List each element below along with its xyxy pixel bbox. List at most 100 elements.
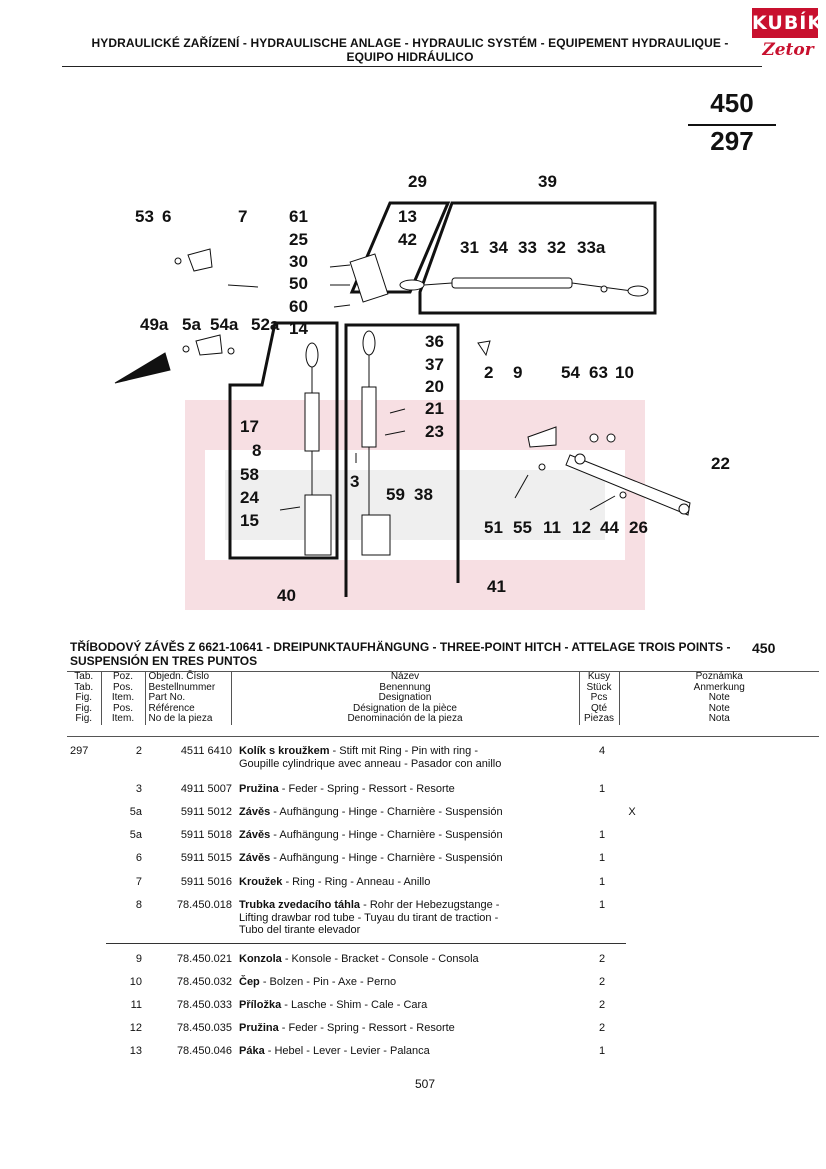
label-12: 12 — [572, 518, 591, 537]
label-41: 41 — [487, 577, 506, 596]
label-44: 44 — [600, 518, 619, 537]
row-position: 11 — [130, 999, 142, 1011]
row-name-rest: - Feder - Spring - Ressort - Resorte — [278, 783, 455, 795]
header-col-note: Poznámka Anmerkung Note Note Nota — [618, 671, 819, 725]
label-49a: 49a — [140, 315, 169, 334]
label-7: 7 — [238, 207, 247, 226]
label-33: 33 — [518, 238, 537, 257]
label-20: 20 — [425, 377, 444, 396]
label-31: 31 — [460, 238, 479, 257]
label-42: 42 — [398, 230, 417, 249]
row-position: 5a — [129, 829, 142, 841]
row-name-bold: Páka — [239, 1045, 265, 1057]
label-32: 32 — [547, 238, 566, 257]
frame-39 — [418, 201, 657, 315]
row-name-rest: - Bolzen - Pin - Axe - Perno — [259, 976, 397, 988]
row-part-number: 78.450.032 — [176, 976, 232, 988]
row-name-bold: Závěs — [239, 852, 271, 864]
section-title: TŘÍBODOVÝ ZÁVĚS Z 6621-10641 - DREIPUNKT… — [70, 640, 731, 668]
header-col-qty: Kusy Stück Pcs Qté Piezas — [578, 671, 619, 725]
row-part-number: 4911 5007 — [180, 783, 232, 795]
header-col-part: Objedn. Číslo Bestellnummer Part No. Réf… — [144, 671, 231, 725]
label-3: 3 — [350, 472, 359, 491]
label-21: 21 — [425, 399, 444, 418]
row-position: 3 — [135, 783, 142, 795]
row-name-bold: Pružina — [239, 783, 279, 795]
row-designation: Kroužek - Ring - Ring - Anneau - Anillo — [239, 876, 569, 889]
row-position: 8 — [135, 899, 142, 911]
label-14: 14 — [289, 319, 308, 338]
row-quantity: 2 — [598, 999, 606, 1011]
label-6: 6 — [162, 207, 171, 226]
label-39: 39 — [538, 172, 557, 191]
frame-41 — [344, 323, 460, 597]
row-name-bold: Pružina — [239, 1022, 279, 1034]
row-name-bold: Trubka zvedacího táhla — [239, 899, 361, 911]
label-25: 25 — [289, 230, 308, 249]
label-40: 40 — [277, 586, 296, 605]
row-designation: Pružina - Feder - Spring - Ressort - Res… — [239, 1022, 569, 1035]
label-2: 2 — [484, 363, 493, 382]
document-header-title: HYDRAULICKÉ ZAŘÍZENÍ - HYDRAULISCHE ANLA… — [91, 36, 729, 64]
row-part-number: 78.450.046 — [176, 1045, 232, 1057]
row-designation: Trubka zvedacího táhla - Rohr der Hebezu… — [239, 899, 569, 937]
row-name-rest: - Aufhängung - Hinge - Charnière - Suspe… — [270, 829, 503, 841]
label-15: 15 — [240, 511, 259, 530]
row-position: 12 — [129, 1022, 142, 1034]
row-designation: Závěs - Aufhängung - Hinge - Charnière -… — [239, 829, 569, 842]
row-part-number: 4511 6410 — [180, 745, 232, 757]
row-quantity: 1 — [598, 852, 606, 864]
label-23: 23 — [425, 422, 444, 441]
label-54: 54 — [561, 363, 580, 382]
row-name-line2: Lifting drawbar rod tube - Tuyau du tira… — [239, 911, 499, 924]
row-name-rest: - Konsole - Bracket - Console - Consola — [281, 953, 479, 965]
row-quantity: 1 — [598, 783, 606, 795]
label-52a: 52a — [251, 315, 280, 334]
label-24: 24 — [240, 488, 259, 507]
row-designation: Čep - Bolzen - Pin - Axe - Perno — [239, 976, 569, 989]
row-name-rest: - Lasche - Shim - Cale - Cara — [281, 999, 428, 1011]
row-position: 5a — [129, 806, 142, 818]
label-55: 55 — [513, 518, 532, 537]
label-38: 38 — [414, 485, 433, 504]
label-26: 26 — [629, 518, 648, 537]
row-name-line2: Goupille cylindrique avec anneau - Pasad… — [239, 757, 502, 770]
label-9: 9 — [513, 363, 522, 382]
row-part-number: 5911 5012 — [180, 806, 232, 818]
logo-bottom-text: Zetor — [762, 40, 814, 60]
label-50: 50 — [289, 274, 308, 293]
exploded-parts-diagram: 29 39 53 6 7 61 13 25 42 30 50 60 14 31 … — [114, 172, 730, 605]
label-34: 34 — [489, 238, 508, 257]
label-59: 59 — [386, 485, 405, 504]
figure-page-number: 297 — [710, 126, 754, 156]
label-51: 51 — [484, 518, 503, 537]
label-29: 29 — [408, 172, 427, 191]
row-name-rest: - Rohr der Hebezugstange - — [360, 899, 500, 911]
row-part-number: 5911 5018 — [180, 829, 232, 841]
kubik-zetor-logo: KUBÍK Zetor — [752, 8, 822, 66]
row-name-rest: - Aufhängung - Hinge - Charnière - Suspe… — [270, 806, 503, 818]
row-name-rest: - Aufhängung - Hinge - Charnière - Suspe… — [270, 852, 503, 864]
logo-top-text: KUBÍK — [752, 8, 822, 38]
label-53: 53 — [135, 207, 154, 226]
label-13: 13 — [398, 207, 417, 226]
header-col-name: Název Benennung Designation Désignation … — [230, 671, 579, 725]
label-33a: 33a — [577, 238, 606, 257]
row-position: 7 — [135, 876, 142, 888]
row-part-number: 5911 5015 — [180, 852, 232, 864]
row-name-rest: - Ring - Ring - Anneau - Anillo — [282, 876, 431, 888]
row-quantity: 1 — [598, 876, 606, 888]
label-22: 22 — [711, 454, 730, 473]
row-quantity: 1 — [598, 829, 606, 841]
frame-40 — [228, 321, 339, 560]
row-name-rest: - Hebel - Lever - Levier - Palanca — [264, 1045, 430, 1057]
row-quantity: 2 — [598, 976, 606, 988]
row-designation: Konzola - Konsole - Bracket - Console - … — [239, 953, 569, 966]
row-part-number: 78.450.035 — [176, 1022, 232, 1034]
label-58: 58 — [240, 465, 259, 484]
row-position: 6 — [135, 852, 142, 864]
row-separator — [106, 943, 626, 944]
row-name-bold: Kroužek — [239, 876, 283, 888]
label-54a: 54a — [210, 315, 239, 334]
label-11: 11 — [543, 518, 561, 537]
